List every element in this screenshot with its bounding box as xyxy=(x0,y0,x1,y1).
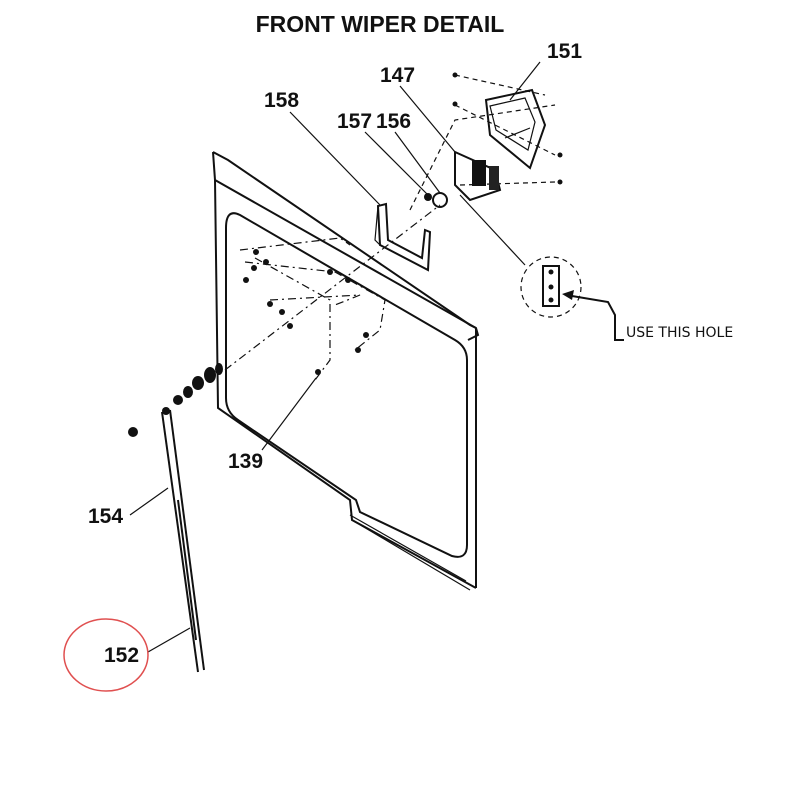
callout-139: 139 xyxy=(228,450,263,473)
assembly-lines xyxy=(224,74,556,381)
callout-154: 154 xyxy=(88,505,123,528)
highlight-circle xyxy=(63,618,149,692)
frame-screws xyxy=(243,249,369,375)
motor-bracket xyxy=(374,202,432,272)
callout-156: 156 xyxy=(376,110,411,133)
diagram-title: FRONT WIPER DETAIL xyxy=(256,11,505,37)
pivot-washers xyxy=(128,363,223,437)
windshield-frame xyxy=(212,151,480,591)
note-arrow xyxy=(562,290,574,300)
callout-158: 158 xyxy=(264,89,299,112)
callout-152: 152 xyxy=(104,644,139,667)
motor-cover xyxy=(452,72,563,185)
wiper-arm xyxy=(161,407,205,673)
note-leader xyxy=(565,294,624,341)
hole-note: USE THIS HOLE xyxy=(626,325,733,341)
leader-lines xyxy=(129,61,541,653)
callout-151: 151 xyxy=(547,40,582,63)
hole-detail xyxy=(459,194,582,318)
callout-157: 157 xyxy=(337,110,372,133)
callout-147: 147 xyxy=(380,64,415,87)
